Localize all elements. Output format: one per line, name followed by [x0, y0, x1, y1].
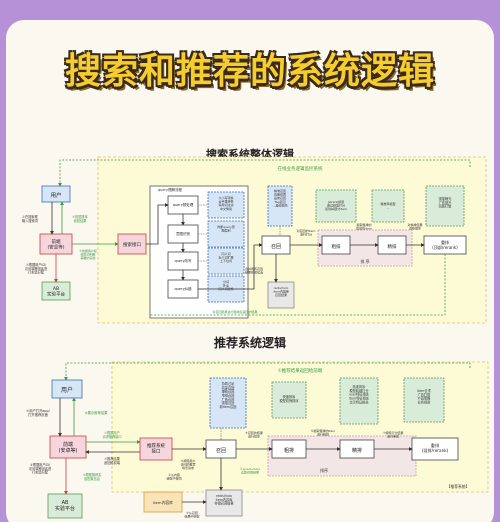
headline: 搜索和推荐的系统逻辑	[64, 51, 435, 92]
rec-cache-box	[205, 489, 243, 517]
rec-recall-strategies	[209, 377, 247, 429]
search-qp-step-label-1: 意图识别	[176, 231, 190, 236]
search-cache-box	[267, 281, 295, 309]
search-qp-step-label-3: query纠错	[174, 286, 192, 291]
search-recall-strategies	[267, 185, 293, 227]
search-ab-note: ②根据用户ID/访问端等因素进行实验分配	[25, 262, 48, 275]
rec-user-box	[51, 379, 83, 399]
rec-legend: 【推荐系统】	[447, 484, 470, 489]
search-user-to-fe-note: ①在搜索框输入搜索词	[22, 214, 39, 223]
search-cache-note: 合并所有召回结果形成候选	[245, 266, 263, 275]
rec-fe-to-api-note: ②根据用户请求推荐接口	[102, 430, 121, 439]
rec-ranking-label: 排序	[320, 467, 328, 473]
search-qp-note-text-0: 大小写转换全半角转换停用词过滤中文繁简	[218, 195, 233, 211]
search-fine-models-text: 精准率模型...	[380, 201, 395, 210]
search-qp-label: query理解流程	[158, 187, 183, 192]
rec-coarse-models	[271, 381, 307, 419]
recommend-section-title: 推荐系统逻辑	[213, 336, 286, 350]
search-fe-to-ab-note: ③依据用户和搜索词判断需要的实验	[79, 248, 97, 260]
search-coarse-models	[315, 189, 357, 223]
search-rerank-rules-text: 强插曝光广告提升同质打散	[439, 196, 453, 209]
search-top-label: 在线业务逻辑监控系统	[278, 165, 323, 172]
search-fine-to-rerank-note: 对精排结果调整顺序	[407, 222, 422, 231]
rec-coarse-label: 粗排	[284, 447, 294, 454]
rec-recall-strategies-text: 协同过滤向量召回爆款召回地域召回广告召回强插召回新item召回	[220, 381, 237, 409]
rec-fine-models	[339, 377, 379, 425]
rec-fine-label: 精排	[352, 447, 362, 454]
rec-rerank-label: 重排(混排/rerank)	[422, 442, 449, 454]
search-qp-note-text-1: 判断query意图类别	[217, 224, 235, 233]
search-frontend-label: 前端(安卓等)	[47, 238, 64, 250]
rec-store-note: ①从内容储存中召回	[166, 472, 181, 481]
rec-rerank-rules	[403, 377, 445, 423]
search-coarse-models-text: gbrank模型通过模型打分初筛掉部分item	[325, 199, 347, 211]
rec-fe-to-user-note: ⑧展示推荐结果	[85, 410, 108, 415]
search-qp-note-2	[207, 247, 245, 275]
rec-user-to-fe-note: ①用户打开app/打开推荐页面	[26, 408, 50, 417]
rec-ab-note: ④根据用户ID/访问端等因素进行实验分配	[29, 462, 52, 475]
search-fe-to-user-note: ④依据排序返回结果	[72, 214, 88, 223]
search-api-to-qp	[146, 203, 169, 245]
search-bottom-loop	[150, 254, 446, 316]
search-qp-note-0	[207, 191, 245, 219]
search-rerank-label: 重排(顶部/rerank)	[432, 239, 458, 250]
search-bottom-loop-label: 对召回结果进行粗排后返回的结果	[212, 309, 257, 314]
search-user-box	[41, 185, 71, 203]
search-user-label: 用户	[50, 191, 61, 199]
search-coarse-label: 粗排	[332, 243, 341, 250]
search-fine-label: 精排	[388, 243, 397, 250]
search-ranking-label: 排 序	[360, 258, 369, 264]
rec-top-loop	[64, 362, 471, 381]
rec-recall-to-coarse-note: ⑤召回的结果进行排序	[245, 430, 263, 439]
rec-api-label: 推荐系统接口	[147, 442, 165, 454]
search-qp-step-label-2: query改写	[174, 258, 192, 263]
rec-recall-label: 召回	[216, 448, 226, 454]
rec-api-to-fe-note: ⑦推荐结果返回给前端	[104, 456, 121, 465]
search-rerank-rules	[425, 185, 465, 227]
rec-api-to-recall-note: ③按照用户访问的推荐场景请求	[180, 458, 195, 470]
search-api-label: 搜索接口	[123, 241, 141, 248]
search-fine-models	[371, 189, 405, 223]
rec-coarse-models-text: 快速排序模型初筛排序	[279, 394, 299, 403]
rec-ab-box	[47, 493, 83, 519]
search-top-loop	[58, 159, 471, 187]
search-qp-step-label-0: query预处理	[173, 202, 194, 207]
search-coarse-to-fine-note: 截取粗排的排前的item	[356, 222, 372, 231]
search-recall-label: 召回	[271, 244, 281, 250]
rec-fine-to-rerank-note: ⑦按照打分结果进行重排	[383, 430, 404, 439]
rec-frontend-box	[49, 435, 87, 459]
search-qp-note-text-2: 同义词近义词扩展上下位词	[218, 251, 233, 263]
rec-rerank-rules-text: item去重广告打散产品策略业务规则	[417, 388, 431, 405]
rec-fe-to-ab-note: ③根据推荐实验配置信息	[83, 472, 102, 481]
rec-store-to-cache-note: ⑤从召回结果中获取	[184, 511, 199, 519]
search-qp-to-recall	[198, 243, 263, 290]
search-qp-note-1	[207, 220, 245, 248]
rec-item-store-label: item内容库	[153, 500, 173, 505]
rec-top-label: ①推荐结果返回给前端	[278, 367, 323, 374]
rec-user-label: 用户	[61, 386, 73, 394]
rec-frontend-label: 前端(安卓等)	[59, 441, 78, 454]
